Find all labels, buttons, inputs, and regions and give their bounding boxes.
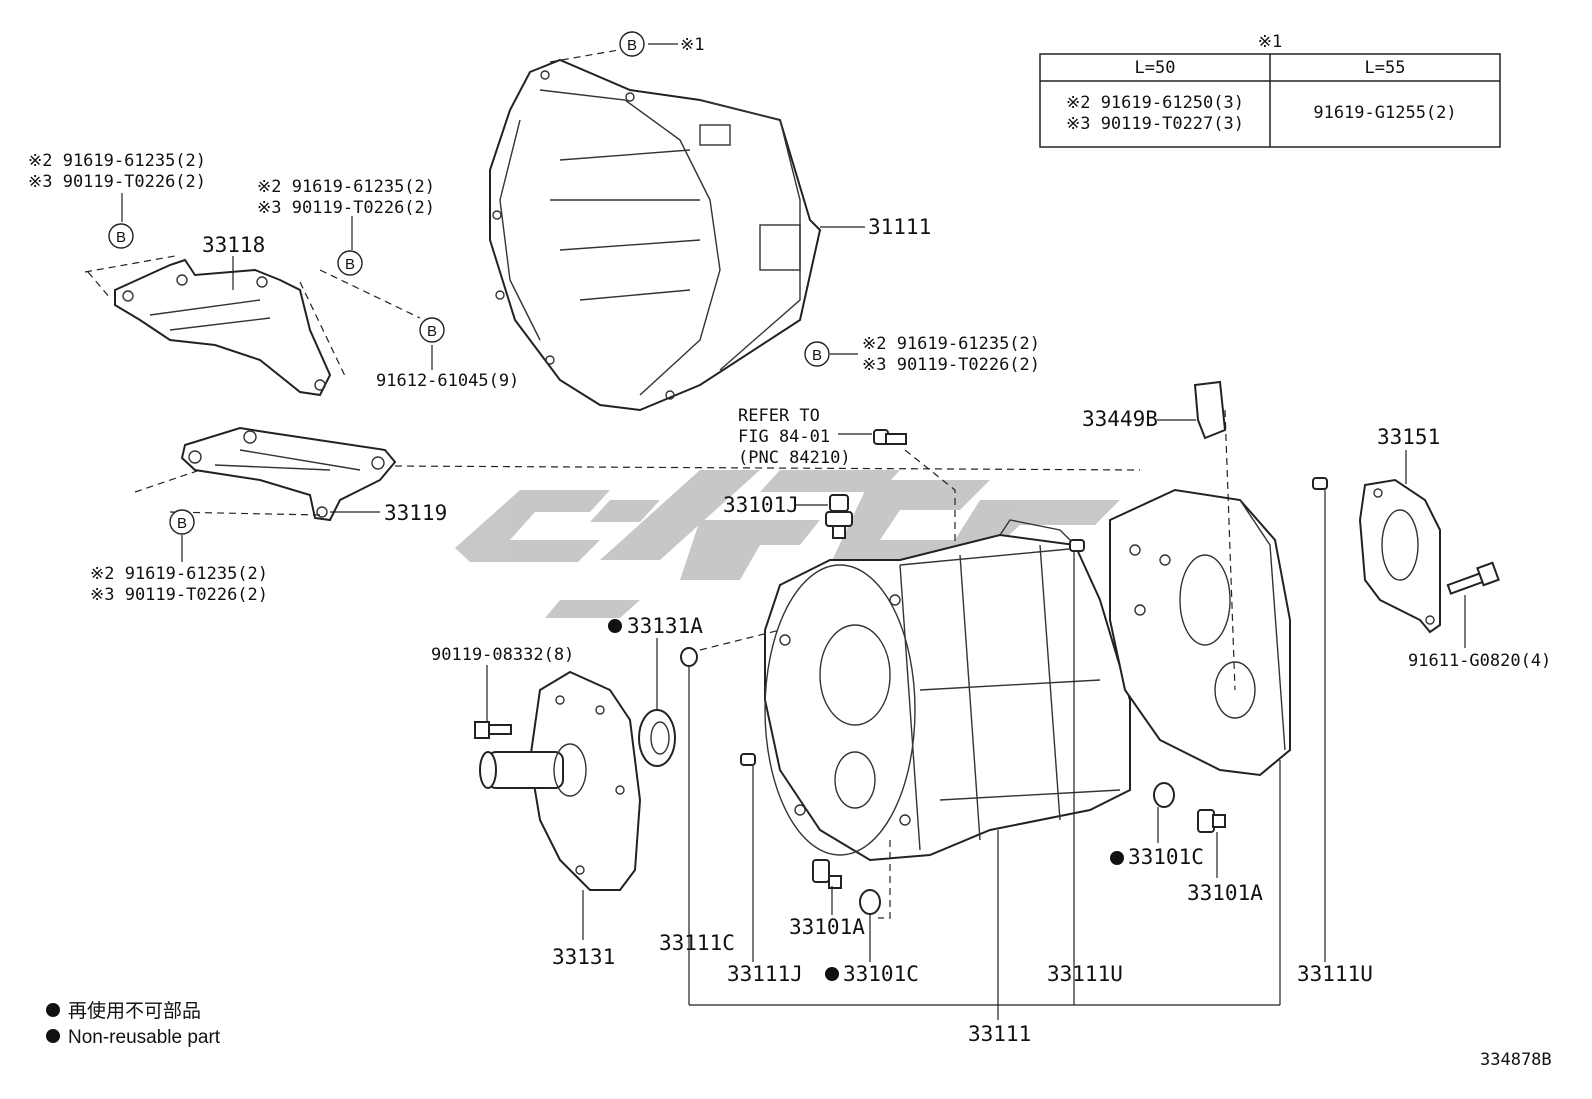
plug-33101A-right[interactable] [1197,809,1226,833]
watermark-logo [455,470,1120,618]
retainer-33131[interactable] [479,670,642,891]
part-label-91611[interactable]: 91611-G0820(4) [1408,651,1551,671]
part-label-31111[interactable]: 31111 [868,215,931,239]
legend-line2: Non-reusable part [68,1027,221,1048]
guide-line [134,465,1141,516]
legend-dot [46,1029,60,1043]
part-label-33101C-left[interactable]: 33101C [843,962,919,986]
part-label-33101A-right[interactable]: 33101A [1187,881,1263,905]
bolt-group-top-mid-line1[interactable]: ※2 91619-61235(2) [257,177,435,197]
note-mark-label: ※1 [680,35,704,55]
part-label-33111C[interactable]: 33111C [659,931,735,955]
bolt-91611[interactable] [1446,561,1500,595]
plug-33449B[interactable] [1193,380,1227,440]
circle-b-marker: B [419,317,445,343]
refer-line2[interactable]: FIG 84-01 [738,427,830,447]
bolt-group-bottom-left-line1[interactable]: ※2 91619-61235(2) [90,564,268,584]
svg-text:B: B [427,323,437,340]
plug-33101A-left[interactable] [812,859,842,889]
bolt-group-right-line1[interactable]: ※2 91619-61235(2) [862,334,1040,354]
table-col2-header: L=55 [1365,58,1406,78]
circle-b-marker: B [108,223,134,249]
non-reusable-dot [608,619,622,633]
bolt-90119[interactable] [474,721,512,739]
part-label-33449B[interactable]: 33449B [1082,407,1158,431]
switch-84210[interactable] [873,429,907,445]
bracket-33119[interactable] [180,426,397,522]
svg-text:B: B [627,37,637,54]
gasket-33111C[interactable] [680,647,698,667]
breather-33101J[interactable] [825,494,853,539]
svg-text:B: B [116,229,126,246]
part-label-33111-bottom[interactable]: 33111 [968,1022,1031,1046]
rear-plate[interactable] [1109,488,1291,777]
pin-33111J[interactable] [740,753,756,766]
retainer-33151[interactable] [1358,478,1441,634]
svg-text:B: B [345,256,355,273]
bolt-group-top-left-line2[interactable]: ※3 90119-T0226(2) [28,172,206,192]
gasket-33101C-left[interactable] [859,889,881,915]
pin-33111U-right[interactable] [1312,477,1328,490]
guide-line [84,255,421,377]
diagram-id: 334878B [1480,1050,1552,1070]
part-label-33101C-right[interactable]: 33101C [1128,845,1204,869]
non-reusable-dot [1110,851,1124,865]
table-col2-value: 91619-G1255(2) [1313,103,1456,123]
guide-line [904,409,1236,691]
part-label-33119[interactable]: 33119 [384,501,447,525]
gasket-33101C-right[interactable] [1153,782,1175,808]
part-label-33151[interactable]: 33151 [1377,425,1440,449]
table-col1-header: L=50 [1135,58,1176,78]
part-label-33131A[interactable]: 33131A [627,614,703,638]
svg-text:B: B [177,515,187,532]
oil-seal-33131A[interactable] [638,709,676,767]
legend-dot [46,1003,60,1017]
transmission-case-33111[interactable] [764,519,1131,862]
leader-lines [121,43,1466,1020]
part-label-91612[interactable]: 91612-61045(9) [376,371,519,391]
part-label-90119[interactable]: 90119-08332(8) [431,645,574,665]
circle-b-marker: B [337,250,363,276]
table-col1-line1: ※2 91619-61250(3) [1066,93,1244,113]
part-label-33101J[interactable]: 33101J [723,493,799,517]
circle-b-marker: B [169,509,195,535]
part-label-33118[interactable]: 33118 [202,233,265,257]
pin-33111U-mid[interactable] [1069,539,1085,552]
table-col1-line2: ※3 90119-T0227(3) [1066,114,1244,134]
legend-line1: 再使用不可部品 [68,1000,201,1022]
bracket-33118[interactable] [114,258,332,397]
part-label-33111U-mid[interactable]: 33111U [1047,962,1123,986]
part-label-33111J[interactable]: 33111J [727,962,803,986]
part-label-33101A-left[interactable]: 33101A [789,915,865,939]
table-note-mark: ※1 [1258,32,1282,52]
bolt-group-top-mid-line2[interactable]: ※3 90119-T0226(2) [257,198,435,218]
refer-line3[interactable]: (PNC 84210) [738,448,851,468]
bolt-group-right-line2[interactable]: ※3 90119-T0226(2) [862,355,1040,375]
svg-text:B: B [812,347,822,364]
bell-housing-31111[interactable] [489,58,822,412]
circle-b-marker: B [619,31,645,57]
circle-b-marker: B [804,341,830,367]
bolt-group-top-left-line1[interactable]: ※2 91619-61235(2) [28,151,206,171]
guide-line [549,47,631,63]
non-reusable-dot [825,967,839,981]
note-table: ※1 L=50 L=55 ※2 91619-61250(3) ※3 90119-… [1039,32,1501,148]
guide-line [699,629,891,919]
refer-line1[interactable]: REFER TO [738,406,820,426]
bolt-group-bottom-left-line2[interactable]: ※3 90119-T0226(2) [90,585,268,605]
part-label-33111U-right[interactable]: 33111U [1297,962,1373,986]
part-label-33131[interactable]: 33131 [552,945,615,969]
